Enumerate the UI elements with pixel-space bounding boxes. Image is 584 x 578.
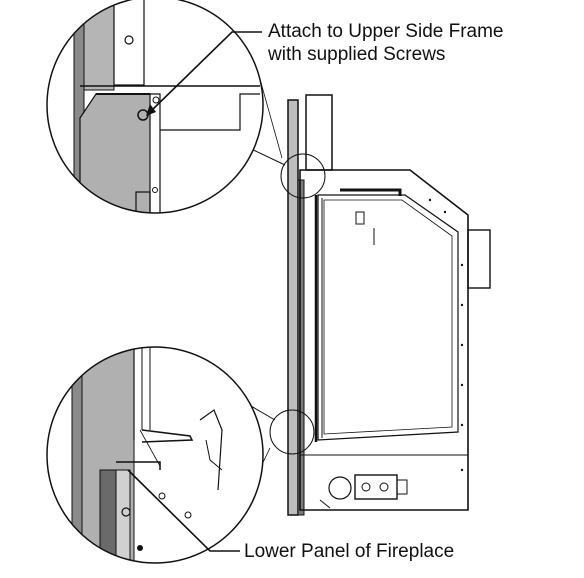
shell-rivets xyxy=(428,198,464,472)
upper-detail-marker xyxy=(280,153,326,199)
upper-callout-label: Attach to Upper Side Frame with supplied… xyxy=(268,20,504,66)
upper-callout-line-1: Attach to Upper Side Frame xyxy=(268,21,504,42)
vent-collar xyxy=(305,94,333,171)
lower-detail-magnifier xyxy=(46,346,264,564)
valve-port-2 xyxy=(379,482,389,492)
front-face-panel xyxy=(287,99,299,516)
top-baffle xyxy=(340,188,402,196)
lower-callout-label: Lower Panel of Fireplace xyxy=(244,541,455,562)
rear-vent-box xyxy=(467,229,491,289)
valve-fitting xyxy=(396,479,408,495)
upper-callout-line-2: with supplied Screws xyxy=(268,44,446,65)
firebox-inner xyxy=(317,194,459,441)
lower-detail-marker xyxy=(269,409,315,455)
front-face-edge xyxy=(297,179,305,516)
valve-knob xyxy=(328,476,352,500)
firebox-outer-shell xyxy=(299,169,469,511)
firebox-liner xyxy=(323,199,453,435)
valve-port-1 xyxy=(361,482,371,492)
upper-bracket xyxy=(355,211,365,225)
callout-pointers xyxy=(127,31,262,552)
lower-strut xyxy=(319,499,331,509)
fireplace-side-view xyxy=(269,94,491,516)
gas-valve xyxy=(354,474,398,500)
